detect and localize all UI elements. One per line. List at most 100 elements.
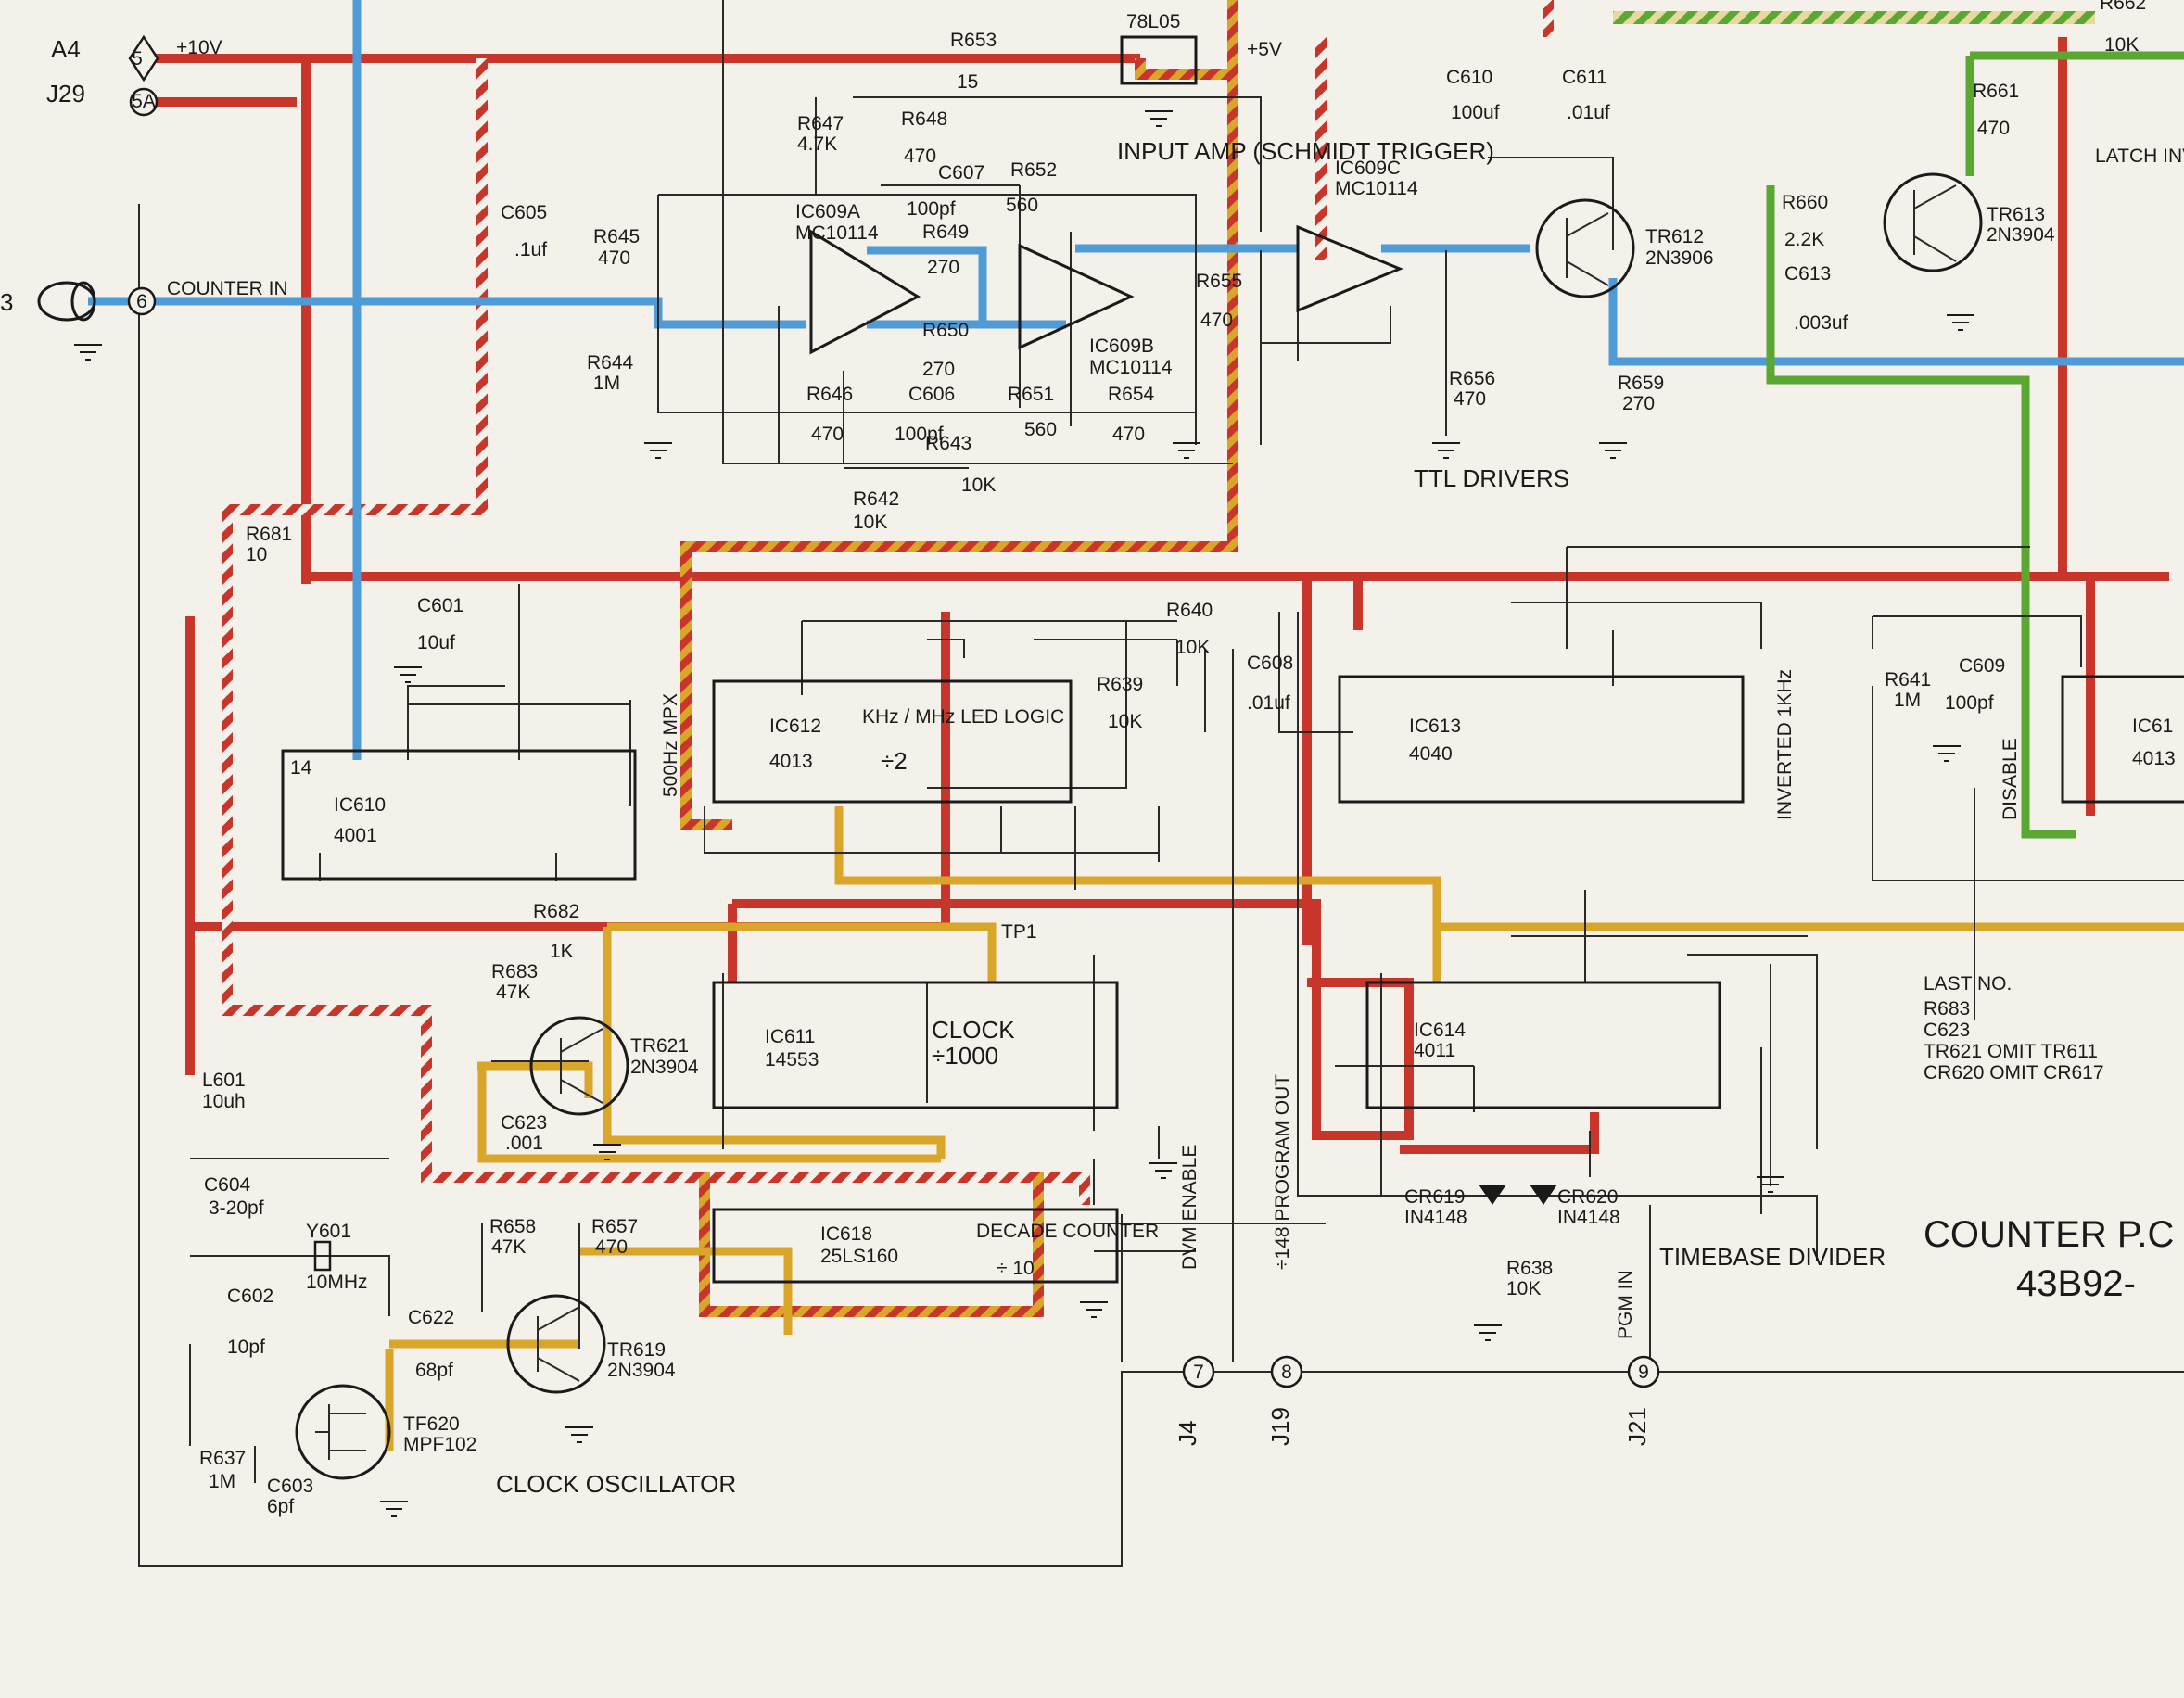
ground-symbols [74,110,1974,1517]
disable-label: DISABLE [2000,738,2021,820]
ic613-part: 4040 [1409,743,1453,765]
connector-j29-label: J29 [46,80,85,108]
latch-inverter-label: LATCH INVER [2095,146,2184,167]
c602-val: 10pf [227,1337,265,1358]
ic614-box [1365,981,1721,1109]
pin-7-label: 7 [1193,1362,1204,1383]
regulator-box [1120,35,1198,85]
transistor-tr621 [529,1016,629,1116]
tr621-ref: TR621 [630,1035,689,1057]
ic609c-triangle [1296,224,1403,313]
connector-j4-label: J4 [1174,1421,1201,1446]
pgm-in-label: PGM IN [1615,1270,1636,1339]
connector-pins [127,34,1660,1388]
r653-val: 15 [957,71,978,93]
r642-val: 10K [853,512,887,533]
tp1-ref: TP1 [1001,921,1037,943]
c610-val: 100uf [1451,102,1500,123]
c607-ref: C607 [938,162,984,184]
ic611-function: CLOCK [932,1016,1015,1044]
tr621-val: 2N3904 [630,1057,699,1078]
r643-val: 10K [961,475,996,496]
last-no-line-4: CR620 OMIT CR617 [1924,1062,2104,1083]
input-amp-label: INPUT AMP (SCHMIDT TRIGGER) [1117,137,1494,165]
tf620-ref: TF620 [403,1413,460,1435]
r656-ref: R656 [1449,368,1495,389]
r647-ref: R647 [797,113,844,134]
cr620-val: IN4148 [1557,1207,1620,1228]
ic609b-ref: IC609B [1089,336,1154,357]
r683-ref: R683 [491,961,538,982]
r656-val: 470 [1454,388,1486,410]
r682-ref: R682 [533,901,579,922]
r648-ref: R648 [901,108,947,130]
ic618-part: 25LS160 [820,1246,898,1267]
transistor-tr613 [1883,172,1983,272]
r650-val: 270 [922,359,955,380]
last-no-line-3: TR621 OMIT TR611 [1924,1041,2098,1062]
r681-val: 10 [246,544,267,565]
c604-ref: C604 [204,1174,251,1196]
inverted-1khz-label: INVERTED 1KHz [1774,669,1796,820]
connector-3-label: 3 [0,288,13,316]
cr620-ref: CR620 [1557,1186,1618,1208]
c623-val: .001 [505,1133,543,1154]
ic615-part: 4013 [2132,748,2176,769]
transistor-tr619 [506,1294,606,1394]
ic618-box [712,1208,1119,1284]
ic610-box [281,749,637,881]
plus-10v-label: +10V [176,37,222,58]
c609-val: 100pf [1945,692,1994,714]
r657-val: 470 [595,1236,628,1258]
r644-ref: R644 [587,352,634,374]
r661-ref: R661 [1973,81,2019,102]
tr619-val: 2N3904 [607,1360,676,1381]
c601-ref: C601 [417,595,463,616]
r642-ref: R642 [853,488,899,510]
ic618-divider: ÷ 10 [997,1258,1035,1279]
r654-ref: R654 [1108,384,1155,405]
ttl-drivers-label: TTL DRIVERS [1414,464,1569,492]
c606-ref: C606 [908,384,955,405]
cr619-val: IN4148 [1404,1207,1467,1228]
c602-ref: C602 [227,1286,273,1307]
ic615-ref: IC61 [2132,716,2173,737]
ic612-divider: ÷2 [881,747,908,775]
r639-ref: R639 [1097,674,1143,695]
c603-ref: C603 [267,1476,313,1497]
ic611-divider: ÷1000 [932,1042,998,1070]
crystal-y601 [313,1240,332,1272]
transistor-tr612 [1535,198,1635,298]
c613-ref: C613 [1784,263,1831,285]
ic611-part: 14553 [765,1049,819,1071]
ic612-box [712,679,1073,804]
counter-in-label: COUNTER IN [167,278,288,299]
cr619-ref: CR619 [1404,1186,1465,1208]
timebase-divider-label: TIMEBASE DIVIDER [1659,1243,1886,1271]
coax-connector [37,281,96,322]
ic611-box [712,981,1119,1109]
title-line-2: 43B92- [2016,1263,2136,1304]
tr612-val: 2N3906 [1645,247,1714,269]
r659-ref: R659 [1618,373,1664,394]
pin-6-label: 6 [136,291,147,312]
clock-oscillator-label: CLOCK OSCILLATOR [496,1470,736,1498]
signal-wiring [138,0,2184,1567]
c603-val: 6pf [267,1496,294,1517]
ic609b-triangle [1018,243,1135,350]
diode-cr620 [1530,1185,1557,1205]
component-labels: R653 15 R647 4.7K R648 470 C607 100pf R6… [199,0,2146,1517]
r662-ref: R662 [2100,0,2146,14]
c622-ref: C622 [408,1307,454,1328]
tf620-val: MPF102 [403,1434,476,1455]
ic612-function: KHz / MHz LED LOGIC [862,706,1064,728]
pin-5a-label: 5A [132,91,156,112]
r661-val: 470 [1977,118,2010,139]
l601-val: 10uh [202,1091,246,1112]
r681-ref: R681 [246,524,292,545]
hatched-red-traces [222,0,1554,1205]
tr619-ref: TR619 [607,1339,666,1361]
hatched-red-yellow-traces [680,0,1238,1317]
r645-val: 470 [598,247,630,269]
ic613-box [1338,675,1745,804]
